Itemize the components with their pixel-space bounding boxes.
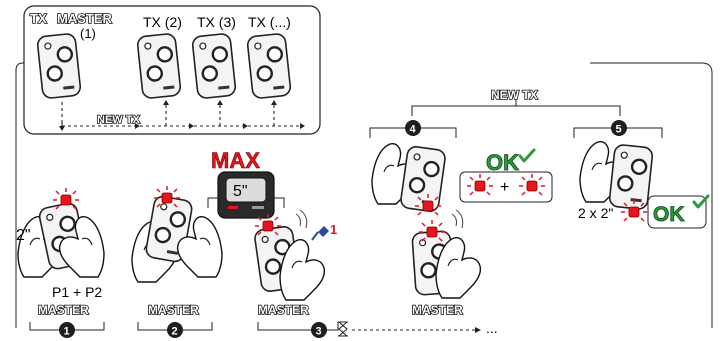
step-4: 4 OK + MASTER [369, 120, 553, 318]
step1-badge [59, 322, 75, 338]
remote-icon [135, 31, 183, 101]
step5-ok: OK [653, 203, 685, 226]
step4-plus: + [500, 179, 509, 196]
led-combo-box [459, 171, 553, 203]
timeline-ellipsis: ... [486, 320, 498, 336]
timer-display: 5" [233, 183, 248, 200]
step-3: MAX 5" 1 MASTER 3 ... [207, 148, 498, 338]
led-blink-icon [620, 199, 648, 222]
step-2: MASTER 2 [131, 185, 223, 338]
pin-number: 1 [330, 222, 337, 237]
step2-badge [167, 322, 183, 338]
step1-buttons: P1 + P2 [52, 284, 102, 300]
remote-icon [245, 31, 293, 101]
ok-box [647, 195, 707, 229]
step5-badge [611, 120, 627, 136]
master-number: (1) [80, 26, 96, 41]
new-tx-inner-label: NEW TX [97, 114, 140, 126]
step4-ok: OK [486, 150, 519, 175]
remote-icon [190, 31, 238, 101]
check-icon [518, 148, 536, 163]
step3-number: 3 [316, 326, 322, 338]
hourglass-icon [338, 321, 348, 337]
step4-number: 4 [410, 124, 417, 136]
tx3-label: TX (3) [197, 14, 236, 30]
remote-icon [607, 142, 655, 212]
step2-label: MASTER [148, 303, 199, 317]
remote-icon [35, 31, 83, 101]
txn-label: TX (...) [248, 14, 291, 30]
step-1: 2" P1 + P2 MASTER 1 [16, 187, 105, 338]
master-label-top: MASTER [57, 11, 113, 26]
pin-icon [311, 226, 329, 241]
step5-repeat: 2 x 2" [578, 205, 613, 221]
step4-label: MASTER [412, 303, 463, 317]
max-label: MAX [211, 148, 260, 173]
new-tx-top-label: NEW TX [491, 88, 538, 102]
step2-number: 2 [172, 326, 178, 338]
step3-label: MASTER [258, 303, 309, 317]
tx-label: TX [30, 11, 47, 26]
step4-badge [405, 120, 421, 136]
new-tx-bracket [411, 105, 621, 116]
step1-number: 1 [64, 326, 70, 338]
step1-label: MASTER [38, 303, 89, 317]
step-5: 5 2 x 2" OK [573, 120, 710, 229]
tx2-label: TX (2) [143, 14, 182, 30]
step1-duration: 2" [16, 227, 31, 244]
step3-badge [311, 322, 327, 338]
step5-number: 5 [616, 124, 622, 136]
